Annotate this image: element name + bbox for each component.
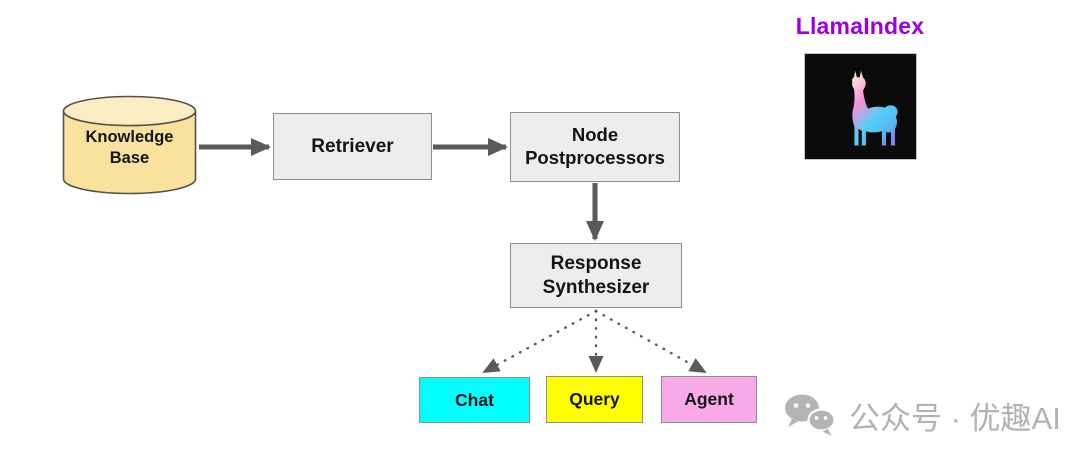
knowledge-base-label-line2: Base (109, 149, 150, 168)
wechat-icon (785, 394, 836, 436)
query-label: Query (569, 389, 620, 409)
node-postprocessors: Node Postprocessors (510, 112, 680, 182)
chat-label: Chat (455, 389, 494, 410)
node-knowledge-base: Knowledge Base (62, 95, 197, 195)
node-postprocessors-label-line1: Node (571, 124, 619, 146)
llamaindex-title: LlamaIndex (795, 13, 925, 39)
agent-label: Agent (684, 389, 734, 409)
knowledge-base-label-line1: Knowledge (85, 128, 174, 146)
llamaindex-logo (804, 53, 917, 160)
retriever-label: Retriever (311, 135, 394, 157)
response-synthesizer-label-line1: Response (550, 252, 642, 274)
database-cylinder-icon (62, 95, 197, 195)
dotted-arrow-to-chat (482, 309, 598, 374)
watermark: 公众号 · 优趣AI (783, 392, 1061, 438)
node-agent: Agent (661, 376, 757, 423)
knowledge-base-label: Knowledge Base (62, 127, 197, 170)
response-synthesizer-label-line2: Synthesizer (542, 276, 650, 298)
node-retriever: Retriever (273, 113, 432, 180)
node-query: Query (546, 376, 643, 423)
llama-icon (851, 70, 898, 146)
node-chat: Chat (419, 377, 530, 423)
dotted-arrow-to-agent (594, 309, 707, 374)
node-response-synthesizer: Response Synthesizer (510, 243, 682, 308)
node-postprocessors-label-line2: Postprocessors (525, 147, 665, 168)
watermark-text: 公众号 · 优趣AI (849, 400, 1061, 436)
